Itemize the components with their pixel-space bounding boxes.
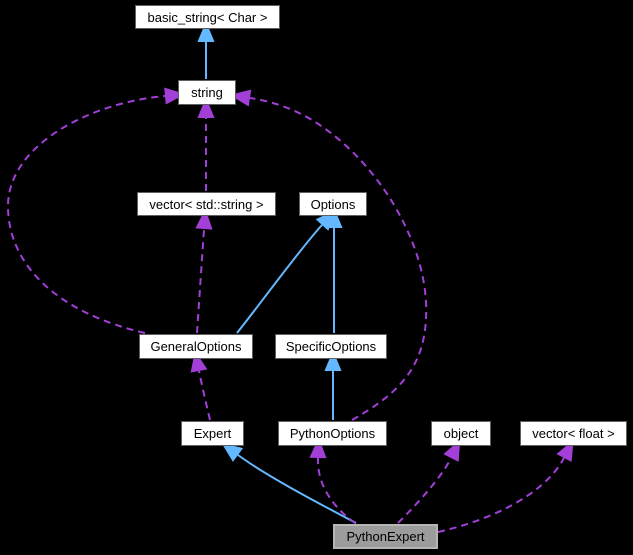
edge-general_options-to-vector_std_string	[195, 208, 213, 334]
node-expert[interactable]: Expert	[181, 421, 244, 446]
node-string[interactable]: string	[178, 80, 236, 105]
node-general-options[interactable]: GeneralOptions	[139, 334, 253, 359]
edge-python_expert-to-object	[397, 439, 461, 524]
node-python-expert: PythonExpert	[333, 524, 438, 549]
node-vector-float[interactable]: vector< float >	[520, 421, 627, 446]
edge-python_expert-to-expert	[221, 442, 357, 524]
edge-python_expert-to-vector_float	[437, 439, 574, 533]
edge-python_expert-to-python_options	[309, 437, 356, 524]
node-basic-string[interactable]: basic_string< Char >	[135, 5, 280, 29]
node-python-options[interactable]: PythonOptions	[278, 421, 387, 446]
edge-general_options-to-options	[236, 209, 336, 334]
edge-python_options-to-string	[229, 89, 428, 421]
node-options[interactable]: Options	[299, 192, 367, 216]
node-object[interactable]: object	[431, 421, 491, 446]
edge-expert-to-general_options	[190, 350, 211, 421]
node-specific-options[interactable]: SpecificOptions	[275, 334, 387, 359]
node-vector-std-string[interactable]: vector< std::string >	[137, 192, 276, 216]
edge-general_options-to-string	[6, 87, 186, 334]
